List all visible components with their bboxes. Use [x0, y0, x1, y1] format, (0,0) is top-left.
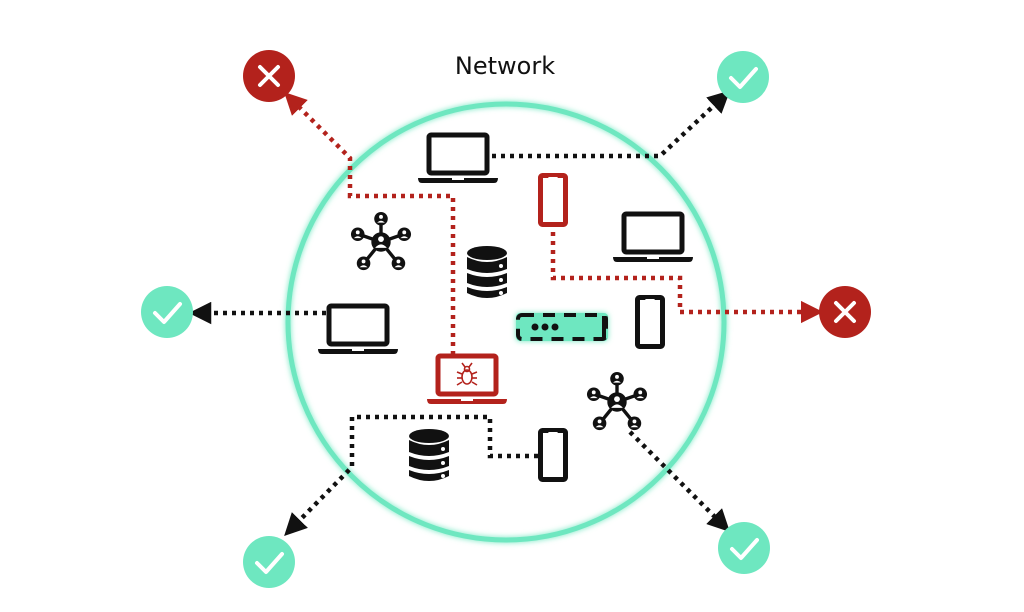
laptop-icon-infected: [427, 356, 507, 404]
network-boundary-ring: [285, 101, 727, 543]
connections: [188, 90, 824, 537]
password-dot: [531, 323, 539, 331]
network-hub-icon-right: [585, 371, 649, 432]
laptop-icon-right: [613, 214, 693, 262]
network-hub-icon-left: [349, 211, 413, 272]
outcome-top-left: [243, 50, 295, 102]
connection-threat-right: [550, 232, 824, 324]
outcome-right: [819, 286, 871, 338]
x-icon: [258, 65, 280, 87]
outcome-bottom-right: [718, 522, 770, 574]
laptop-icon-left: [318, 306, 398, 354]
outcome-bottom-left: [243, 536, 295, 588]
connection-top-right: [492, 90, 731, 159]
outcome-left: [141, 286, 193, 338]
laptop-icon-top: [418, 135, 498, 183]
infected-laptop: [427, 356, 507, 404]
password-dot: [541, 323, 549, 331]
phone-icon-compromised: [541, 176, 566, 225]
phone-icon-bottom: [541, 431, 566, 480]
bug-icon: [456, 362, 478, 386]
database-icon-bottom: [409, 429, 449, 481]
outcome-top-right: [717, 51, 769, 103]
connection-bottom-left: [284, 414, 538, 537]
password-field: [516, 313, 608, 341]
connection-threat-top-left: [284, 92, 456, 355]
connection-bottom-right: [628, 430, 730, 532]
check-icon: [153, 302, 182, 324]
password-dot: [551, 323, 559, 331]
x-icon: [834, 301, 856, 323]
check-icon: [729, 67, 758, 89]
check-icon: [730, 538, 759, 560]
phone-icon-right: [638, 298, 663, 347]
check-icon: [255, 552, 284, 574]
diagram-title: Network: [455, 52, 555, 80]
database-icon-top: [467, 246, 507, 298]
